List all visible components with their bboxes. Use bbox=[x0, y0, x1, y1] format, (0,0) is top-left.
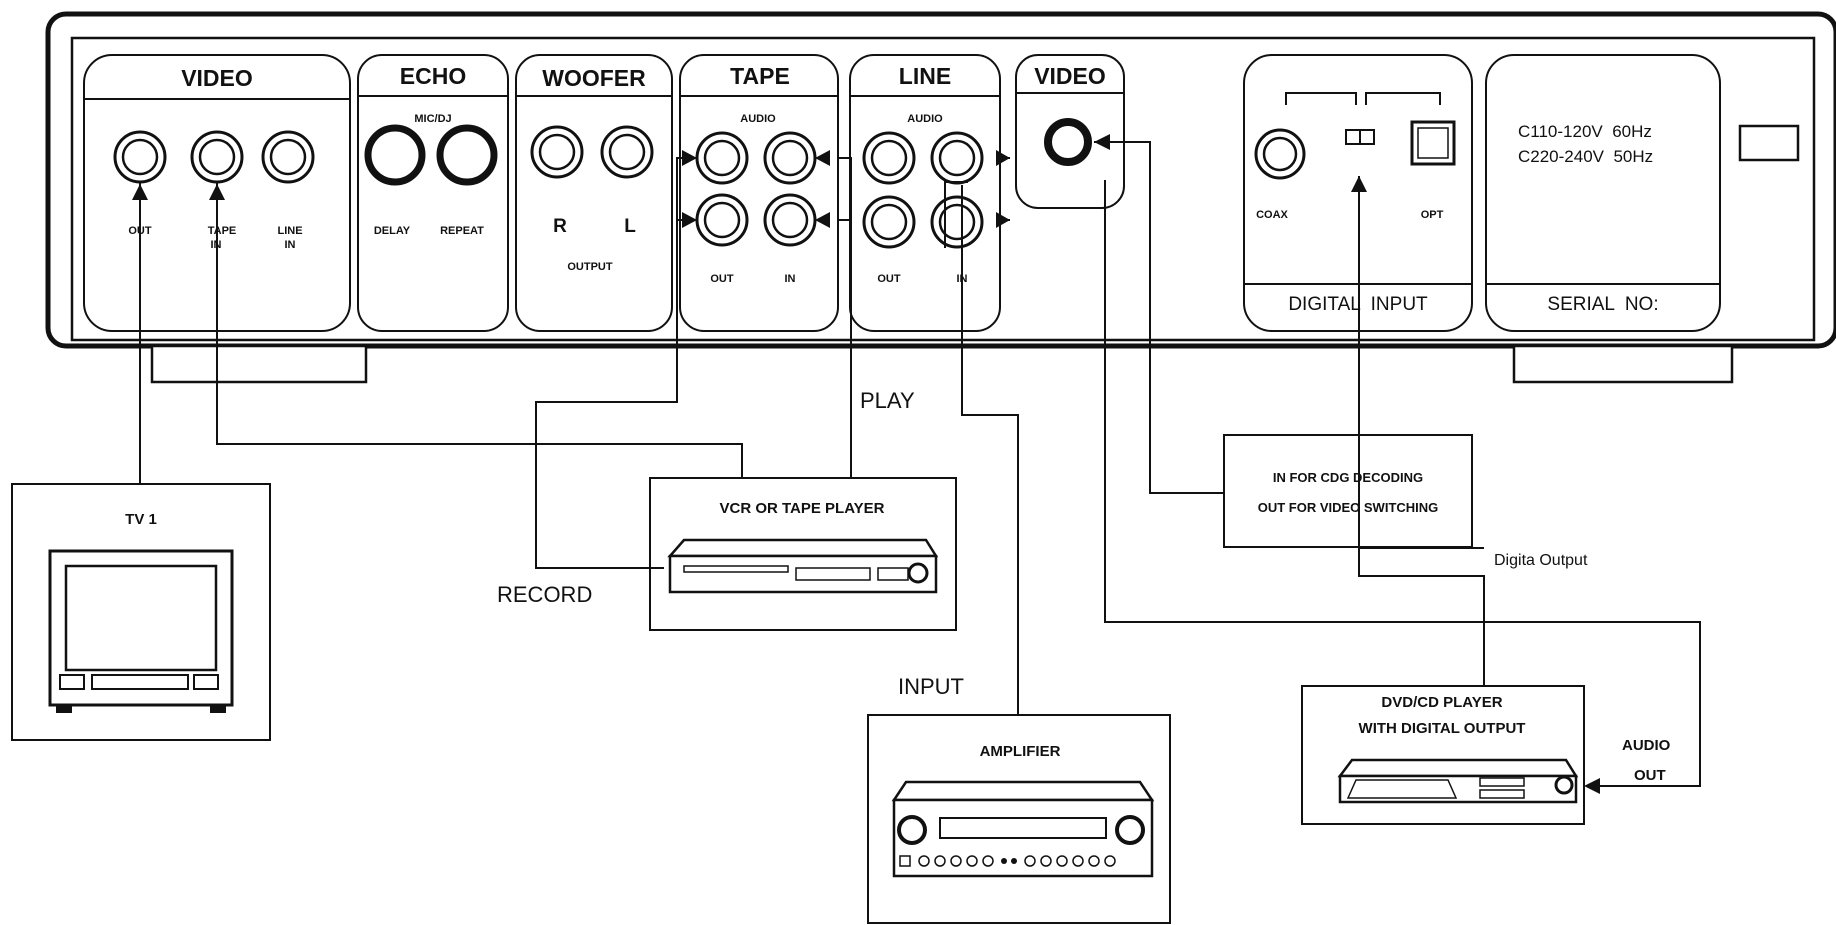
out-annotation: OUT bbox=[1634, 767, 1666, 784]
section-line: LINE AUDIO OUT IN bbox=[849, 54, 1001, 332]
dvd-label-2: WITH DIGITAL OUTPUT bbox=[1359, 720, 1526, 737]
repeat-label: REPEAT bbox=[440, 225, 484, 237]
section-tape-label: TAPE bbox=[730, 63, 790, 89]
line-in-label-2: IN bbox=[285, 239, 296, 251]
tape-out-label: OUT bbox=[710, 273, 734, 285]
wire-amplifier-input bbox=[961, 185, 1019, 715]
woofer-l-label: L bbox=[624, 216, 636, 237]
delay-label: DELAY bbox=[374, 225, 411, 237]
amplifier-icon bbox=[891, 780, 1155, 802]
section-woofer: WOOFER R L OUTPUT bbox=[515, 54, 673, 332]
dvd-label-1: DVD/CD PLAYER bbox=[1381, 694, 1502, 711]
echo-sub-label: MIC/DJ bbox=[414, 113, 451, 125]
section-echo-label: ECHO bbox=[400, 63, 466, 89]
video-in-jack bbox=[1044, 118, 1092, 166]
line-audio-label: AUDIO bbox=[907, 113, 943, 125]
delay-knob bbox=[364, 124, 426, 186]
repeat-knob bbox=[436, 124, 498, 186]
left-foot bbox=[150, 344, 368, 384]
cdg-label-1: IN FOR CDG DECODING bbox=[1273, 470, 1423, 485]
woofer-r-label: R bbox=[553, 216, 567, 237]
record-annotation: RECORD bbox=[497, 582, 592, 607]
vcr-label: VCR OR TAPE PLAYER bbox=[719, 500, 884, 517]
line-out-label: OUT bbox=[877, 273, 901, 285]
vcr-device: VCR OR TAPE PLAYER bbox=[649, 477, 957, 631]
input-annotation: INPUT bbox=[898, 674, 964, 699]
wire-record bbox=[535, 157, 690, 569]
wire-dvd-audio bbox=[1104, 180, 1701, 787]
amplifier-label: AMPLIFIER bbox=[980, 743, 1061, 760]
tv-label: TV 1 bbox=[125, 511, 157, 528]
section-line-label: LINE bbox=[899, 63, 951, 89]
tv-device: TV 1 bbox=[11, 483, 271, 741]
section-serial: C110-120V 60Hz C220-240V 50Hz SERIAL NO: bbox=[1485, 54, 1721, 332]
section-echo: ECHO MIC/DJ DELAY REPEAT bbox=[357, 54, 509, 332]
vcr-icon bbox=[667, 538, 939, 558]
coax-label: COAX bbox=[1256, 209, 1288, 221]
right-foot bbox=[1512, 344, 1734, 384]
tape-in-jack-label: IN bbox=[785, 273, 796, 285]
tape-audio-label: AUDIO bbox=[740, 113, 776, 125]
wires bbox=[132, 134, 1701, 794]
receiver-chassis bbox=[45, 11, 1836, 349]
receiver-back-panel bbox=[70, 36, 1816, 342]
wire-play bbox=[838, 157, 852, 478]
opt-label: OPT bbox=[1421, 209, 1444, 221]
play-annotation: PLAY bbox=[860, 388, 915, 413]
section-serial-label: SERIAL NO: bbox=[1547, 294, 1658, 315]
wire-cdg bbox=[1094, 141, 1224, 494]
dvd-device: DVD/CD PLAYER WITH DIGITAL OUTPUT bbox=[1301, 685, 1585, 825]
digital-output-annotation: Digita Output bbox=[1494, 552, 1588, 569]
dvd-icon bbox=[1337, 758, 1579, 778]
audio-annotation: AUDIO bbox=[1622, 737, 1671, 754]
wire-vcr-tape-in bbox=[216, 183, 743, 478]
power-switch bbox=[1738, 124, 1800, 162]
amplifier-device: AMPLIFIER bbox=[867, 714, 1171, 924]
cdg-label-2: OUT FOR VIDEO SWITCHING bbox=[1258, 500, 1439, 515]
cdg-box: IN FOR CDG DECODING OUT FOR VIDEO SWITCH… bbox=[1223, 434, 1473, 548]
wire-digital-output bbox=[1358, 176, 1485, 686]
tape-in-label-1: TAPE bbox=[208, 225, 237, 237]
section-video-in: VIDEO bbox=[1015, 54, 1125, 209]
voltage-line-1: C110-120V 60Hz bbox=[1518, 122, 1652, 141]
section-video-in-label: VIDEO bbox=[1034, 63, 1106, 89]
woofer-output-label: OUTPUT bbox=[567, 261, 613, 273]
voltage-line-2: C220-240V 50Hz bbox=[1518, 147, 1653, 166]
section-woofer-label: WOOFER bbox=[542, 65, 646, 91]
line-in-label-1: LINE bbox=[277, 225, 302, 237]
section-tape: TAPE AUDIO OUT IN bbox=[679, 54, 839, 332]
section-video-out-label: VIDEO bbox=[181, 65, 253, 91]
